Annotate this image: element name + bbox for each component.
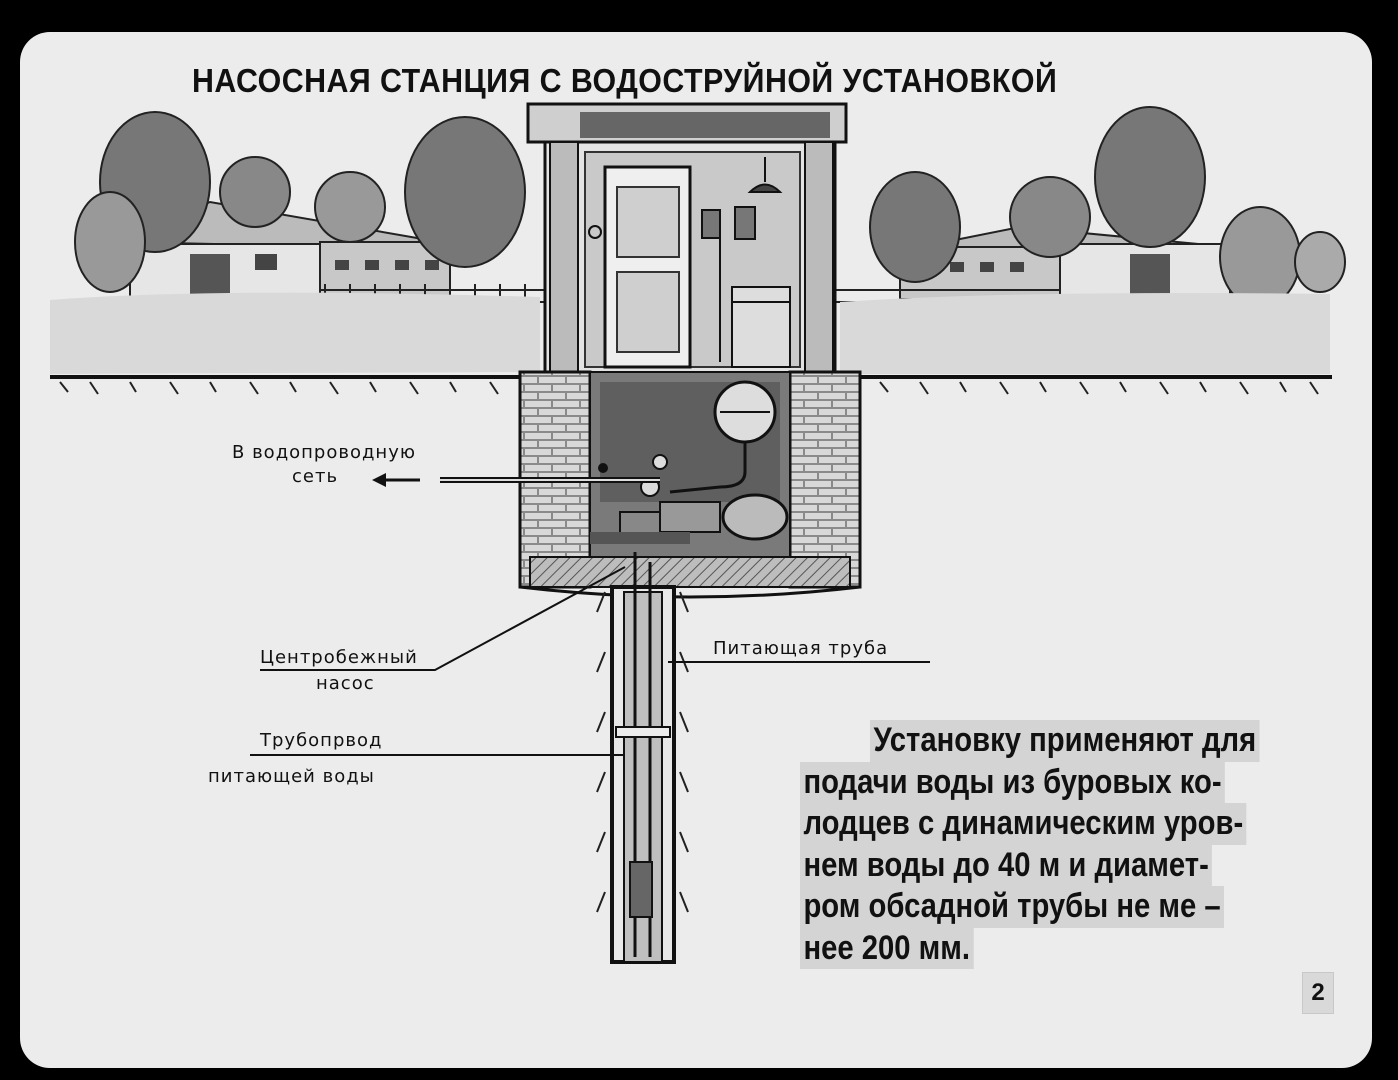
well-borehole [596,552,689,964]
description-line: лодцев с динамическим уров- [800,803,1247,845]
underground-chamber [518,370,862,599]
network-label-line2: сеть [292,466,339,487]
slide-frame: НАСОСНАЯ СТАНЦИЯ С ВОДОСТРУЙНОЙ УСТАНОВК… [20,32,1372,1068]
network-label-line1: В водопроводную [232,442,416,463]
right-farm-building [835,106,1346,308]
description-line: ром обсадной трубы не ме – [800,886,1225,928]
description-line: нее 200 мм. [800,927,974,969]
pump-station-illustration [50,102,1346,964]
pipeline-label-line2: питающей воды [208,766,375,787]
diagram-title: НАСОСНАЯ СТАНЦИЯ С ВОДОСТРУЙНОЙ УСТАНОВК… [192,62,1058,99]
description-text: Установку применяют для подачи воды из б… [800,720,1330,969]
description-line: нем воды до 40 м и диамет- [800,844,1213,886]
callout-leaders [250,566,930,756]
feed-pipe-label: Питающая труба [713,638,889,659]
left-farm-building [74,111,550,307]
pump-equipment [590,380,789,544]
outlet-pipe [372,463,660,487]
pump-label-line1: Центробежный [260,647,418,668]
description-line: Установку применяют для [870,720,1260,762]
pump-label-line2: насос [316,673,375,694]
description-line: подачи воды из буровых ко- [800,761,1226,803]
page-number: 2 [1302,972,1334,1014]
pipeline-label-line1: Трубопрвод [260,730,383,751]
pump-house [526,102,848,376]
